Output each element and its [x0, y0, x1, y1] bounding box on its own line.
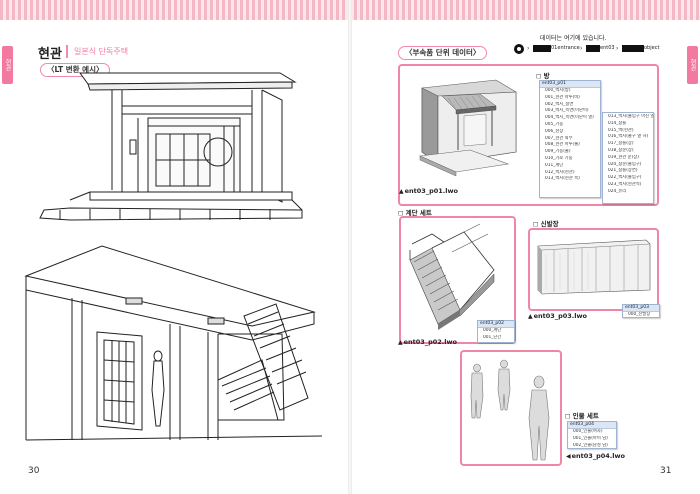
item-file-room: ▲ent03_p01.lwo	[399, 187, 458, 195]
layer-row[interactable]: 007_현관 외부	[545, 135, 573, 141]
section-label: 〈부속품 단위 데이터〉	[398, 46, 488, 60]
stairs-3d-render	[409, 223, 495, 330]
arrow-icon: ›	[580, 45, 583, 52]
layer-row[interactable]: 009_기둥(출)	[545, 149, 571, 155]
layer-row[interactable]	[540, 190, 600, 197]
layer-row[interactable]: 021_창틀(상면)	[608, 168, 638, 174]
page-title: 현관	[38, 47, 62, 62]
item-name-shoe-cabinet: ◻ 신발장	[533, 218, 559, 228]
layer-icon: ◻	[533, 220, 541, 228]
layer-row[interactable]: 022_벽지(출입구)	[608, 175, 642, 181]
layer-row[interactable]	[540, 183, 600, 190]
layer-row[interactable]: 006_천장	[545, 128, 564, 134]
room-3d-render	[418, 79, 517, 177]
layer-row[interactable]: 004_벽지_측면(미닫이 옆)	[545, 115, 594, 121]
chapter-tab-right: 현관	[687, 46, 698, 84]
entrance-line-drawing	[39, 72, 303, 221]
page-number-right: 31	[660, 466, 672, 476]
layer-icon: ◻	[398, 209, 406, 217]
panel-header: ent03_p04	[568, 422, 616, 429]
layer-row[interactable]: 000_벽지(방)	[545, 88, 571, 93]
book-spine	[348, 0, 352, 494]
layer-row[interactable]: 000_신발장	[628, 312, 651, 317]
page-number-left: 30	[28, 466, 40, 476]
layer-panel-figures: ent03_p04 000_인물(여자) 001_인물(아이 남) 002_인물…	[567, 421, 617, 449]
layer-row[interactable]: 002_인물(남성 남)	[573, 442, 608, 448]
item-file-stairs: ▲ent03_p02.lwo	[398, 338, 457, 346]
item-name: 계단 세트	[405, 209, 432, 217]
data-location-text: 데이터는 여기에 있습니다.	[540, 35, 607, 42]
layer-row[interactable]: 014_창틀	[608, 120, 627, 126]
layer-row[interactable]: 000_인물(여자)	[573, 429, 603, 434]
layer-row[interactable]: 003_벽지_측면(미닫이)	[545, 108, 589, 114]
layer-panel-shoe-cabinet: ent03_p03 000_신발장	[622, 304, 660, 318]
triangle-icon: ▲	[528, 313, 533, 320]
layer-row[interactable]: 011_계단	[545, 162, 564, 168]
figures-3d-render	[470, 359, 550, 461]
triangle-icon: ▲	[398, 339, 403, 346]
triangle-icon: ◀	[566, 453, 571, 460]
layer-panel-room-a: ent03_p01 000_벽지(방) 001_현관 마루(비) 002_벽지_…	[539, 80, 601, 198]
layer-icon: ◻	[565, 412, 573, 420]
path-part-1: 01entrance	[551, 45, 580, 51]
layer-row[interactable]: 023_벽지(현관측)	[608, 181, 642, 187]
layer-row[interactable]: 012_벽지(현관)	[545, 169, 575, 175]
disc-icon	[514, 44, 524, 54]
layer-row[interactable]: 018_창문(상)	[608, 147, 634, 153]
layer-row[interactable]: 024_유리	[608, 188, 627, 194]
redacted-block	[533, 45, 551, 52]
path-part-3: object	[644, 45, 660, 51]
panel-header: ent03_p01	[540, 81, 600, 88]
file-name: ent03_p03.lwo	[533, 312, 587, 320]
layer-row[interactable]: 013_벽지(현관 측)	[545, 176, 580, 182]
file-name: ent03_p04.lwo	[571, 452, 625, 460]
layer-row[interactable]: 001_현관 마루(비)	[545, 94, 580, 100]
chapter-tab-left: 현관	[2, 46, 13, 84]
redacted-block	[586, 45, 600, 52]
layer-row[interactable]: 005_기둥	[545, 121, 564, 127]
panel-header: ent03_p03	[623, 305, 659, 312]
layer-icon: ◻	[536, 72, 544, 80]
redacted-block	[622, 45, 644, 52]
arrow-icon: ›	[527, 45, 530, 52]
item-file-figures: ◀ent03_p04.lwo	[566, 452, 625, 460]
path-part-2: ent03	[600, 45, 615, 51]
layer-row[interactable]: 010_가로 기둥	[545, 155, 573, 161]
layer-row[interactable]: 008_현관 마루(출)	[545, 142, 580, 148]
layer-row[interactable]: 016_벽지(출구 옆 하)	[608, 134, 649, 140]
layer-row[interactable]: 015_벽(현관)	[608, 127, 634, 133]
title-divider	[66, 45, 68, 58]
layer-panel-stairs: ent03_p02 000_계단 001_난간	[477, 320, 515, 343]
item-name-room: ◻ 방	[536, 70, 550, 80]
shoe-cabinet-3d-render	[537, 239, 651, 295]
file-name: ent03_p02.lwo	[403, 338, 457, 346]
layer-row[interactable]: 020_창문(출입구)	[608, 161, 642, 167]
layer-row[interactable]: 001_난간	[483, 334, 502, 340]
arrow-icon: ›	[616, 45, 619, 52]
layer-row[interactable]: 002_벽지_정면	[545, 101, 574, 107]
panel-header: ent03_p02	[478, 321, 514, 328]
layer-row[interactable]: 017_창틀(상)	[608, 141, 634, 147]
item-name: 방	[543, 72, 550, 80]
layer-row[interactable]: 019_현관 문(상)	[608, 154, 639, 160]
item-name: 신발장	[540, 220, 559, 228]
layer-row[interactable]: 013_벽지(출입구 마진 옆)	[608, 114, 653, 119]
page-subtitle: 일본식 단독주택	[74, 47, 129, 56]
item-file-shoe-cabinet: ▲ent03_p03.lwo	[528, 312, 587, 320]
triangle-icon: ▲	[399, 188, 404, 195]
layer-panel-room-b: 013_벽지(출입구 마진 옆) 014_창틀 015_벽(현관) 016_벽지…	[602, 112, 654, 204]
item-name-figures: ◻ 인물 세트	[565, 410, 599, 420]
layer-row[interactable]: 001_인물(아이 남)	[573, 435, 608, 441]
item-name: 인물 세트	[572, 412, 599, 420]
file-name: ent03_p01.lwo	[404, 187, 458, 195]
item-name-stairs: ◻ 계단 세트	[398, 207, 432, 217]
layer-row[interactable]: 000_계단	[483, 328, 502, 333]
interior-line-drawing	[24, 245, 322, 441]
